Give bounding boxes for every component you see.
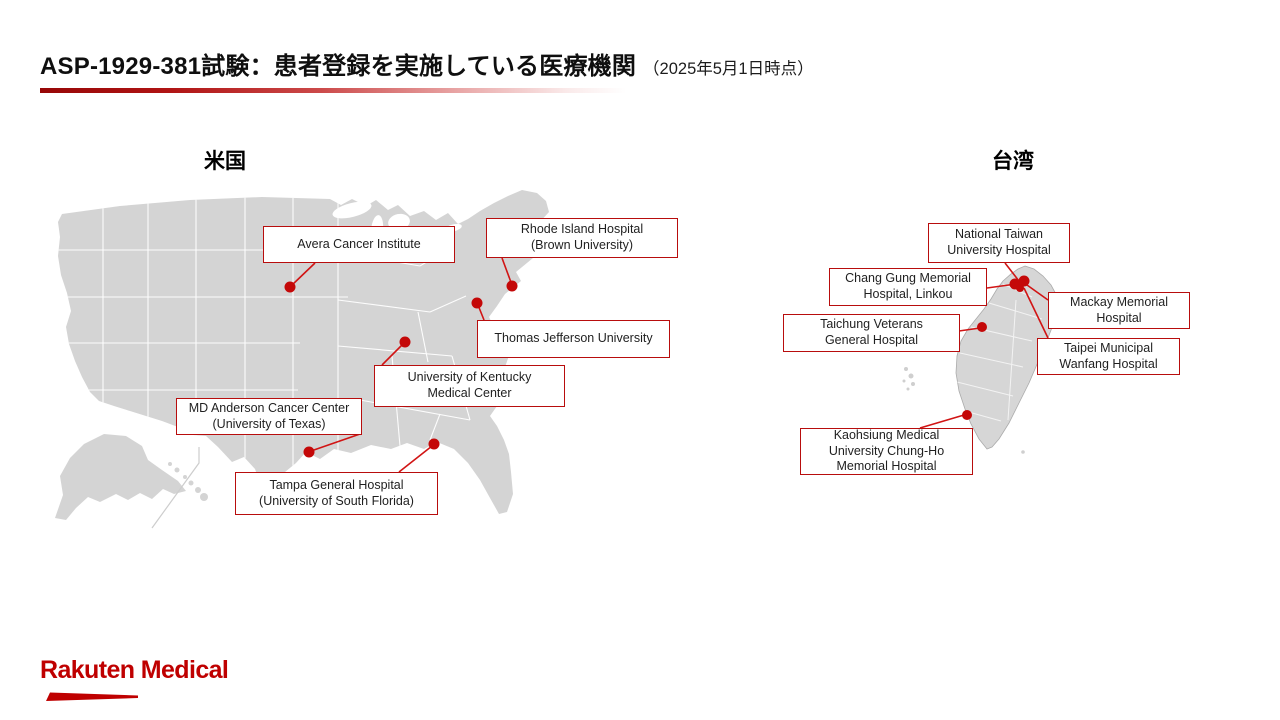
site-label-line: (University of South Florida) — [259, 493, 414, 508]
site-label-us-5: Tampa General Hospital(University of Sou… — [235, 472, 438, 515]
site-label-line: University Chung-Ho — [828, 443, 945, 458]
site-label-line: Medical Center — [427, 386, 512, 400]
leader-line-us-0 — [290, 262, 316, 287]
site-marker-us-2 — [471, 297, 483, 309]
site-label-line: National Taiwan — [954, 227, 1044, 242]
site-marker-taipei-cluster-1 — [1018, 275, 1030, 287]
leader-line-taiwan-4 — [1023, 287, 1049, 339]
inset-divider — [151, 447, 200, 529]
logo-text: Rakuten Medical — [40, 656, 229, 684]
title-main: ASP-1929-381試験：患者登録を実施している医療機関 — [40, 53, 637, 80]
site-label-line: Hospital — [1096, 310, 1142, 325]
site-marker-taiwan-3 — [977, 322, 987, 332]
page-title: ASP-1929-381試験：患者登録を実施している医療機関 （2025年5月1… — [40, 46, 814, 81]
site-marker-us-5 — [428, 438, 440, 450]
site-label-line: Avera Cancer Institute — [297, 236, 421, 251]
hawaii — [168, 462, 208, 501]
site-marker-taipei-cluster-2 — [1016, 284, 1024, 292]
leader-line-taiwan-3 — [958, 327, 981, 332]
site-label-line: Taichung Veterans — [820, 317, 923, 332]
site-marker-us-3 — [399, 336, 411, 348]
site-label-line: Hospital, Linkou — [863, 287, 953, 301]
site-label-line: University Hospital — [947, 243, 1051, 257]
site-marker-us-4 — [303, 446, 315, 458]
leader-line-taiwan-2 — [1026, 284, 1049, 301]
site-marker-us-0 — [284, 281, 296, 293]
site-label-line: Tampa General Hospital — [269, 477, 404, 492]
alaska — [55, 434, 186, 520]
site-label-line: Mackay Memorial — [1070, 294, 1168, 309]
leader-line-taiwan-5 — [919, 414, 965, 429]
leader-line-us-3 — [381, 342, 405, 366]
leader-line-us-5 — [398, 445, 433, 473]
penghu-islands — [902, 367, 1025, 454]
site-label-line: Chang Gung Memorial — [845, 271, 971, 286]
region-heading-us: 米国 — [204, 150, 246, 173]
site-label-us-4: MD Anderson Cancer Center(University of … — [176, 398, 362, 435]
site-marker-us-1 — [506, 280, 518, 292]
site-marker-taiwan-5 — [962, 410, 972, 420]
site-label-line: Thomas Jefferson University — [494, 331, 653, 346]
site-label-line: General Hospital — [824, 333, 919, 347]
site-label-us-0: Avera Cancer Institute — [263, 226, 455, 263]
site-label-line: Taipei Municipal — [1064, 340, 1153, 355]
rakuten-medical-logo: Rakuten Medical — [40, 656, 280, 706]
site-label-line: University of Kentucky — [407, 370, 532, 385]
title-date-note: （2025年5月1日時点） — [643, 60, 814, 78]
site-label-line: Kaohsiung Medical — [833, 427, 940, 442]
site-label-line: Rhode Island Hospital — [520, 222, 644, 237]
rakuten-swoosh-icon — [46, 692, 138, 701]
site-label-line: Memorial Hospital — [836, 459, 937, 474]
leader-line-taiwan-0 — [1004, 262, 1020, 282]
site-label-us-1: Rhode Island Hospital(Brown University) — [486, 218, 678, 258]
site-label-line: MD Anderson Cancer Center — [188, 400, 350, 415]
site-label-line: (University of Texas) — [212, 416, 326, 431]
region-heading-taiwan: 台湾 — [992, 150, 1034, 173]
title-underline — [40, 88, 626, 93]
site-label-us-2: Thomas Jefferson University — [477, 320, 670, 358]
annotations-layer — [284, 257, 1049, 473]
site-label-line: Wanfang Hospital — [1059, 356, 1158, 371]
leader-line-us-4 — [310, 433, 361, 452]
leader-line-us-1 — [501, 257, 513, 286]
site-label-line: (Brown University) — [530, 238, 634, 252]
